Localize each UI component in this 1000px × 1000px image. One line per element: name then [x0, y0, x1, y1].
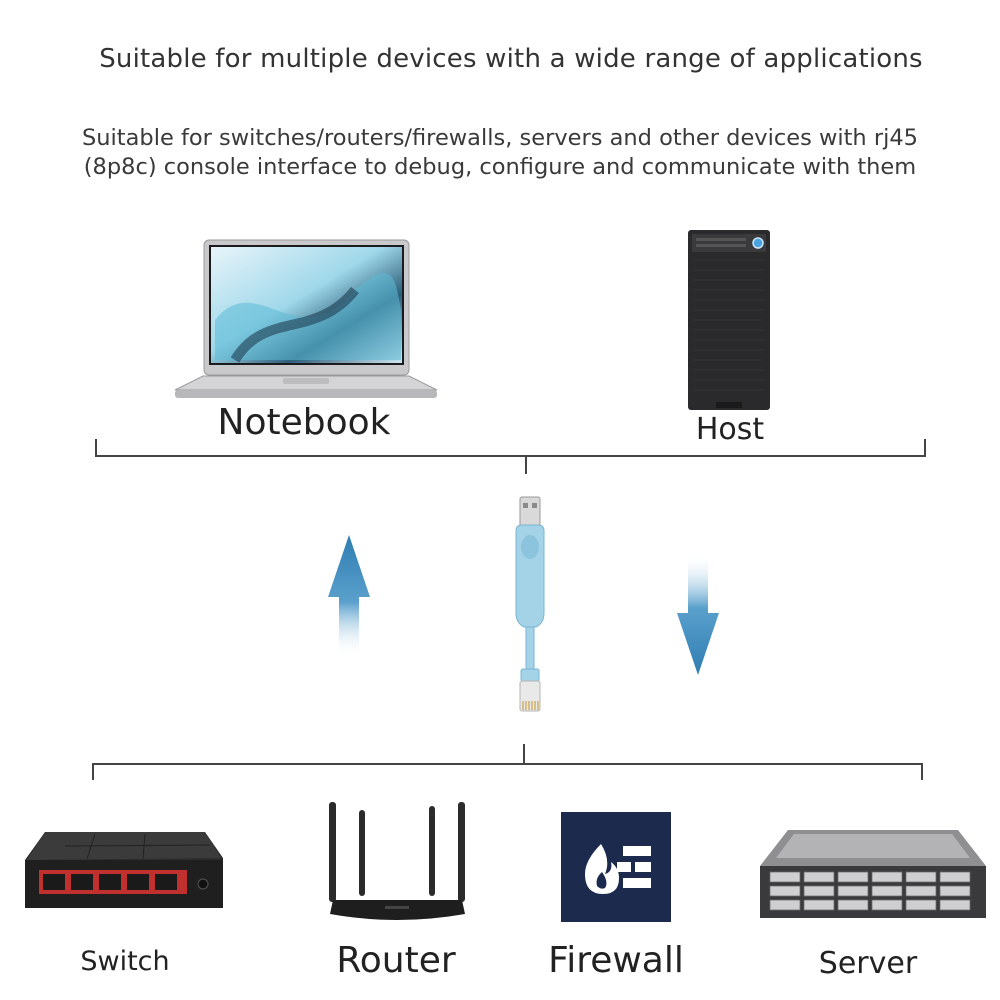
label-router: Router [336, 940, 456, 981]
arrow-down-icon [677, 553, 719, 675]
label-host: Host [695, 412, 765, 447]
bottom-bracket-line [92, 763, 923, 765]
firewall-icon [561, 812, 671, 922]
headline: Suitable for multiple devices with a wid… [99, 44, 923, 74]
top-bracket-line [95, 455, 926, 457]
top-bracket-right-tick [924, 439, 926, 456]
usb-rj45-console-cable-icon [515, 496, 545, 712]
description-line-1: Suitable for switches/routers/firewalls,… [82, 125, 918, 151]
laptop-icon [174, 239, 438, 398]
wifi-router-icon [329, 802, 465, 920]
top-bracket-center-stem [525, 456, 527, 474]
rack-server-icon [760, 830, 986, 918]
label-notebook: Notebook [217, 402, 391, 443]
top-bracket-left-tick [95, 439, 97, 456]
label-firewall: Firewall [548, 940, 684, 981]
network-switch-icon [25, 832, 223, 908]
desktop-tower-icon [688, 230, 770, 410]
bottom-bracket-left-tick [92, 763, 94, 780]
arrow-up-icon [328, 535, 370, 657]
description: Suitable for switches/routers/firewalls,… [0, 124, 1000, 182]
description-line-2: (8p8c) console interface to debug, confi… [83, 154, 917, 180]
label-switch: Switch [80, 946, 170, 977]
label-server: Server [818, 946, 918, 981]
bottom-bracket-center-stem [523, 744, 525, 764]
bottom-bracket-right-tick [921, 763, 923, 780]
